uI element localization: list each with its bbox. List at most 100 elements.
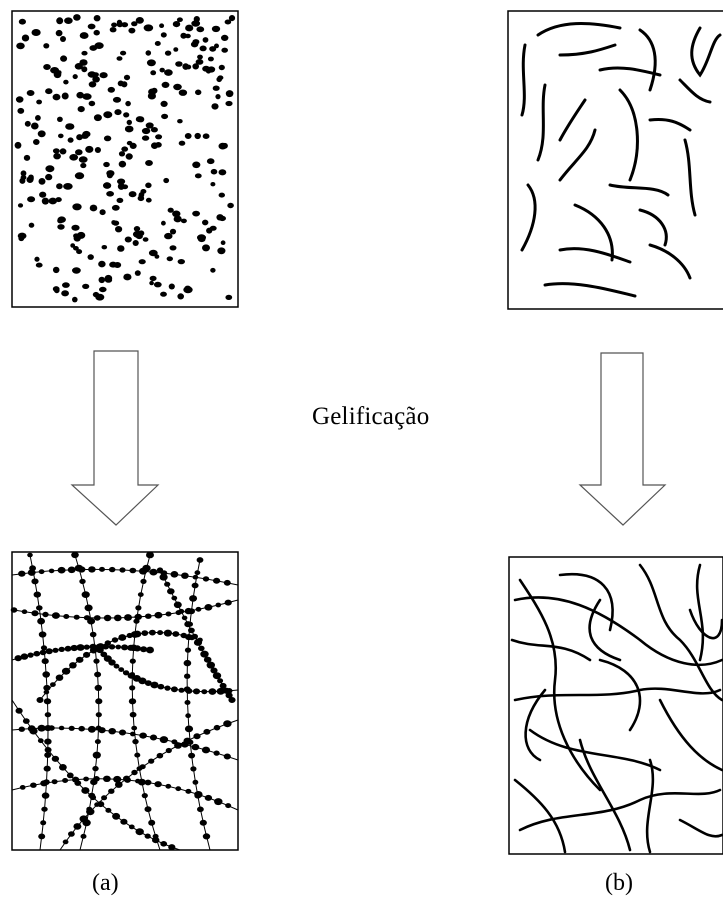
particle [170, 686, 178, 693]
particle [29, 727, 38, 735]
particle [192, 161, 201, 169]
particle [31, 29, 41, 36]
particle [138, 677, 147, 685]
particle [210, 267, 216, 273]
particle [50, 67, 60, 74]
particle [219, 682, 227, 689]
particle [94, 739, 101, 745]
particle [57, 218, 64, 224]
particle [59, 148, 67, 155]
particle [57, 566, 66, 574]
particle [112, 96, 122, 103]
particle [92, 72, 99, 77]
particle [146, 646, 154, 654]
particle [188, 752, 196, 759]
panel-label-a: (a) [92, 870, 119, 896]
polymer-chain [520, 43, 527, 117]
particle [221, 142, 228, 149]
particle [133, 618, 140, 624]
particle [161, 113, 169, 120]
particle [192, 39, 200, 45]
particle [145, 197, 152, 203]
particle [180, 218, 187, 224]
polymer-chain [510, 638, 592, 662]
particle [125, 153, 133, 160]
particle [48, 725, 55, 731]
particle [121, 644, 129, 651]
particle [140, 646, 148, 653]
particle [220, 240, 226, 245]
polymer-chains [520, 22, 722, 298]
particle [201, 746, 211, 754]
particle [18, 570, 26, 577]
particle [151, 142, 159, 149]
particle [204, 794, 213, 801]
particle [135, 116, 144, 123]
particle [118, 151, 126, 157]
particle [122, 670, 130, 676]
particle [111, 22, 118, 28]
particle [14, 655, 22, 662]
particle [98, 260, 106, 268]
particle [173, 47, 179, 52]
polymer-chain [638, 208, 668, 247]
particle [81, 50, 88, 56]
particle [149, 734, 158, 741]
particle [202, 833, 211, 840]
particle [56, 183, 63, 190]
particle [165, 611, 172, 617]
particle [192, 210, 201, 217]
particle [185, 788, 192, 794]
particle [146, 59, 156, 67]
particle [71, 551, 79, 559]
particle [71, 224, 80, 231]
particle [221, 34, 229, 42]
particle [109, 261, 117, 268]
particle [168, 844, 176, 851]
particle [210, 182, 216, 187]
particle [104, 640, 112, 646]
particle [200, 650, 209, 658]
particle [202, 37, 209, 43]
particle [35, 262, 43, 268]
particle [183, 286, 193, 294]
panel-b-after [508, 556, 723, 855]
particle [108, 788, 115, 794]
particle [175, 61, 183, 67]
particle [42, 671, 50, 678]
particle [55, 674, 64, 681]
particle [132, 240, 139, 246]
particle [17, 232, 27, 240]
particle [178, 608, 185, 614]
particle [172, 631, 180, 637]
particle [152, 837, 160, 844]
polymer-chain [608, 183, 670, 197]
particle [60, 55, 68, 62]
particle [63, 183, 73, 190]
polymer-chain [558, 98, 587, 142]
particle [103, 111, 113, 119]
particle [64, 17, 73, 25]
particle [81, 591, 90, 598]
particle [111, 637, 119, 643]
particle [99, 209, 106, 216]
particle [95, 712, 102, 718]
particle [83, 644, 90, 650]
entangled-polymer-network [510, 563, 723, 854]
particle [148, 88, 157, 96]
particle [153, 281, 162, 288]
particle [188, 627, 195, 634]
particle [228, 15, 236, 22]
particle [79, 32, 89, 39]
particle [118, 729, 127, 736]
particle [27, 196, 36, 203]
particle [154, 781, 162, 788]
particle [67, 566, 76, 574]
particle [73, 246, 79, 251]
particle [76, 249, 83, 255]
particle [223, 720, 232, 728]
particle [43, 43, 50, 49]
particle [129, 685, 136, 691]
particle [31, 610, 39, 617]
particle [74, 564, 84, 572]
